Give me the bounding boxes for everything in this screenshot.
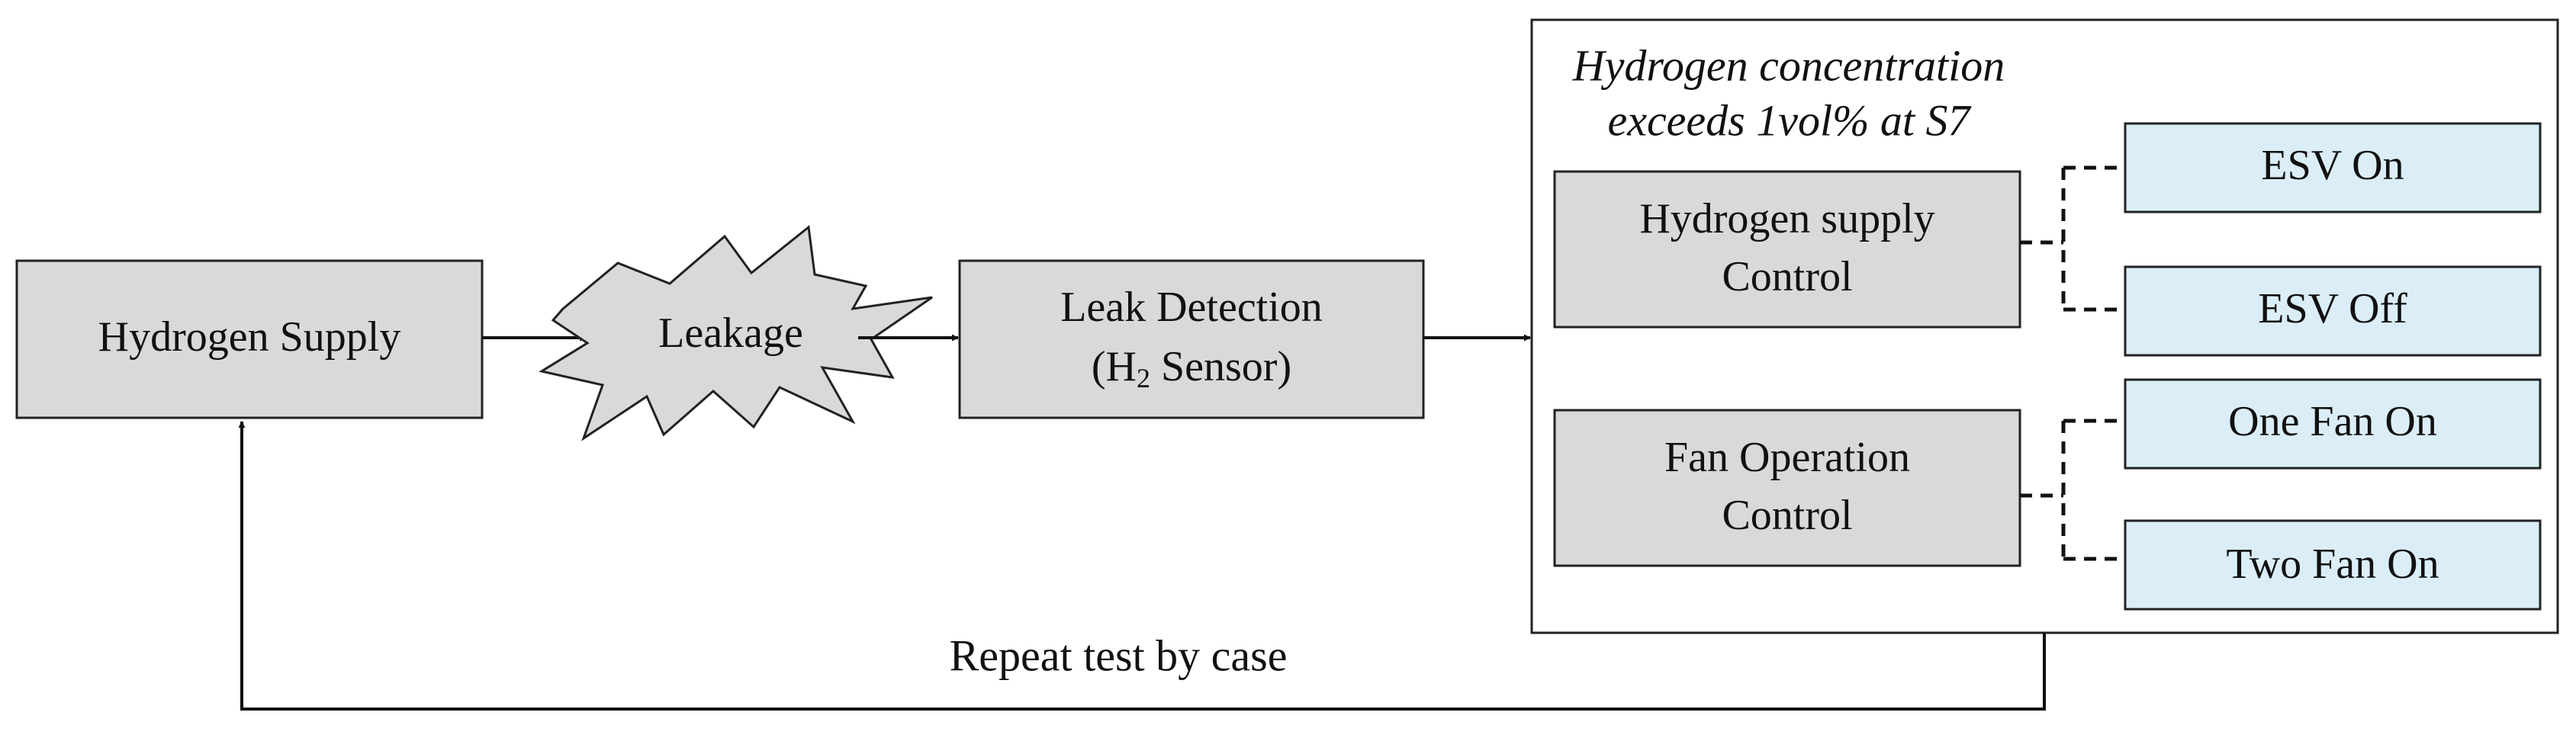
hydrogen-supply-node: Hydrogen Supply — [15, 259, 484, 419]
supply-control-line-1: Hydrogen supply — [1639, 195, 1934, 242]
connector-fan-to-options — [2020, 419, 2124, 561]
feedback-loop-arrow — [238, 421, 2046, 711]
leakage-node: Leakage — [539, 225, 933, 441]
fan-control-line-1: Fan Operation — [1664, 434, 1910, 481]
sensor-prefix: (H — [1092, 343, 1137, 390]
supply-control-line-2: Control — [1722, 253, 1852, 300]
leakage-label: Leakage — [658, 310, 803, 357]
sensor-suffix: Sensor) — [1150, 343, 1291, 390]
leak-detection-title: Leak Detection — [1060, 284, 1323, 331]
two-fan-on-node: Two Fan On — [2124, 519, 2542, 611]
control-panel: Hydrogen concentration exceeds 1vol% at … — [1530, 18, 2559, 634]
fan-control-line-2: Control — [1722, 492, 1852, 539]
esv-off-label: ESV Off — [2258, 285, 2407, 332]
sensor-subscript: 2 — [1137, 363, 1150, 393]
leak-detection-node: Leak Detection (H2 Sensor) — [958, 259, 1425, 419]
esv-off-node: ESV Off — [2124, 265, 2542, 357]
two-fan-on-label: Two Fan On — [2226, 541, 2439, 588]
condition-line-1: Hydrogen concentration — [1572, 40, 2005, 90]
connector-supply-to-esv — [2020, 165, 2124, 312]
esv-on-label: ESV On — [2261, 142, 2404, 189]
leak-detection-sensor: (H2 Sensor) — [1092, 343, 1291, 393]
one-fan-on-label: One Fan On — [2228, 398, 2437, 445]
supply-control-node: Hydrogen supply Control — [1553, 170, 2021, 329]
fan-control-node: Fan Operation Control — [1553, 409, 2021, 567]
esv-on-node: ESV On — [2124, 122, 2542, 213]
hydrogen-supply-label: Hydrogen Supply — [98, 313, 401, 361]
leakage-burst-shape — [539, 225, 933, 441]
condition-line-2: exceeds 1vol% at S7 — [1607, 95, 1971, 145]
feedback-loop-label: Repeat test by case — [950, 631, 1288, 680]
one-fan-on-node: One Fan On — [2124, 378, 2542, 470]
